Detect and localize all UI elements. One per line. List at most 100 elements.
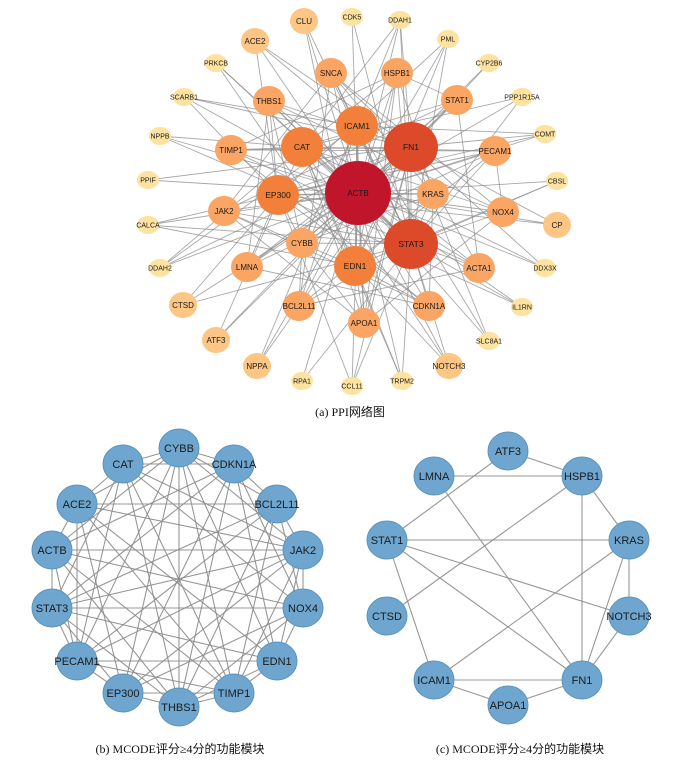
node-cat[interactable]: CAT [102,444,144,484]
node-nox4[interactable]: NOX4 [487,197,519,227]
node-il1rn[interactable]: IL1RN [511,298,533,316]
node-notch3[interactable]: NOTCH3 [433,353,466,379]
edge-ep300-ace2 [76,503,124,694]
node-cat[interactable]: CAT [281,127,323,167]
node-bcl2l11[interactable]: BCL2L11 [283,291,316,321]
edge-edn1-calca [147,224,356,267]
node-ppp1r15a[interactable]: PPP1R15A [504,88,540,106]
node-trpm2[interactable]: TRPM2 [390,372,414,390]
node-circle-jak2 [208,196,240,226]
node-atf3[interactable]: ATF3 [487,431,529,471]
node-ppif[interactable]: PPIF [137,171,159,189]
node-circle-ep300 [102,673,144,713]
node-circle-comt [534,125,556,143]
edge-nox4-actb [51,549,304,609]
node-actb[interactable]: ACTB [31,530,73,570]
node-prkcb[interactable]: PRKCB [204,54,228,72]
node-hspb1[interactable]: HSPB1 [561,456,603,496]
node-icam1[interactable]: ICAM1 [413,660,455,700]
node-thbs1[interactable]: THBS1 [158,687,200,727]
edge-nox4-thbs1 [268,100,504,213]
node-pecam1[interactable]: PECAM1 [54,641,100,681]
node-fn1[interactable]: FN1 [561,660,603,700]
node-circle-cat [281,127,323,167]
node-lmna[interactable]: LMNA [231,252,263,282]
node-edn1[interactable]: EDN1 [334,246,376,286]
node-circle-calca [137,216,159,234]
node-stat1[interactable]: STAT1 [441,85,473,115]
node-pml[interactable]: PML [437,30,459,48]
node-circle-notch3 [608,596,650,636]
node-ace2[interactable]: ACE2 [241,28,269,54]
node-cybb[interactable]: CYBB [158,428,200,468]
node-snca[interactable]: SNCA [315,58,347,88]
node-circle-cdk5 [341,8,363,26]
node-ccl11[interactable]: CCL11 [341,377,363,395]
node-cyp2b6[interactable]: CYP2B6 [476,54,503,72]
edge-fn1-cp [410,146,558,226]
node-ep300[interactable]: EP300 [102,673,144,713]
node-jak2[interactable]: JAK2 [208,196,240,226]
node-atf3[interactable]: ATF3 [202,327,230,353]
node-actb[interactable]: ACTB [325,161,391,225]
node-cbsl[interactable]: CBSL [546,172,568,190]
node-jak2[interactable]: JAK2 [282,530,324,570]
node-lmna[interactable]: LMNA [413,456,455,496]
node-kras[interactable]: KRAS [417,179,449,209]
node-fn1[interactable]: FN1 [384,122,438,172]
node-nppb[interactable]: NPPB [149,127,171,145]
node-circle-actb [325,161,391,225]
node-acta1[interactable]: ACTA1 [463,253,495,283]
node-icam1[interactable]: ICAM1 [336,106,378,146]
edge-nox4-ep300 [122,607,304,694]
node-ctsd[interactable]: CTSD [169,292,197,318]
node-edn1[interactable]: EDN1 [256,641,298,681]
edge-cdkn1a-stat3 [51,463,235,609]
node-slc8a1[interactable]: SLC8A1 [476,332,502,350]
node-nppa[interactable]: NPPA [243,353,271,379]
node-thbs1[interactable]: THBS1 [253,86,285,116]
node-stat1[interactable]: STAT1 [366,520,408,560]
node-circle-hspb1 [561,456,603,496]
node-cdkn1a[interactable]: CDKN1A [212,444,257,484]
node-ddx3x[interactable]: DDX3X [533,259,557,277]
node-timp1[interactable]: TIMP1 [215,135,247,165]
edge-cdkn1a-actb [51,463,235,551]
edge-timp1-cdkn1a [230,149,430,307]
edge-actb-calca [147,192,359,226]
node-circle-timp1 [213,673,255,713]
node-comt[interactable]: COMT [534,125,556,143]
edge-ep300-ccl11 [277,194,353,387]
node-ddah1[interactable]: DDAH1 [388,11,412,29]
node-apoa1[interactable]: APOA1 [348,308,380,338]
node-ctsd[interactable]: CTSD [366,596,408,636]
node-cybb[interactable]: CYBB [286,228,318,258]
node-ace2[interactable]: ACE2 [56,484,98,524]
node-hspb1[interactable]: HSPB1 [381,58,413,88]
node-stat3[interactable]: STAT3 [31,588,73,628]
node-notch3[interactable]: NOTCH3 [606,596,652,636]
edge-cybb-actb [51,447,180,551]
node-circle-nppa [243,353,271,379]
node-circle-edn1 [334,246,376,286]
edge-timp1-hspb1 [230,72,398,151]
node-cdk5[interactable]: CDK5 [341,8,363,26]
node-circle-bcl2l11 [283,291,315,321]
node-stat3[interactable]: STAT3 [384,219,438,269]
node-circle-icam1 [413,660,455,700]
node-calca[interactable]: CALCA [136,216,160,234]
edge-acta1-stat1 [456,99,480,269]
node-pecam1[interactable]: PECAM1 [479,136,512,166]
node-rpa1[interactable]: RPA1 [291,372,313,390]
node-kras[interactable]: KRAS [608,520,650,560]
node-nox4[interactable]: NOX4 [282,588,324,628]
node-cp[interactable]: CP [543,212,571,238]
node-apoa1[interactable]: APOA1 [487,685,529,725]
node-bcl2l11[interactable]: BCL2L11 [254,484,300,524]
edge-apoa1-cybb [301,242,365,324]
node-timp1[interactable]: TIMP1 [213,673,255,713]
node-clu[interactable]: CLU [290,8,318,34]
node-scarb1[interactable]: SCARB1 [170,88,198,106]
node-ep300[interactable]: EP300 [257,175,299,215]
node-cdkn1a[interactable]: CDKN1A [413,291,446,321]
